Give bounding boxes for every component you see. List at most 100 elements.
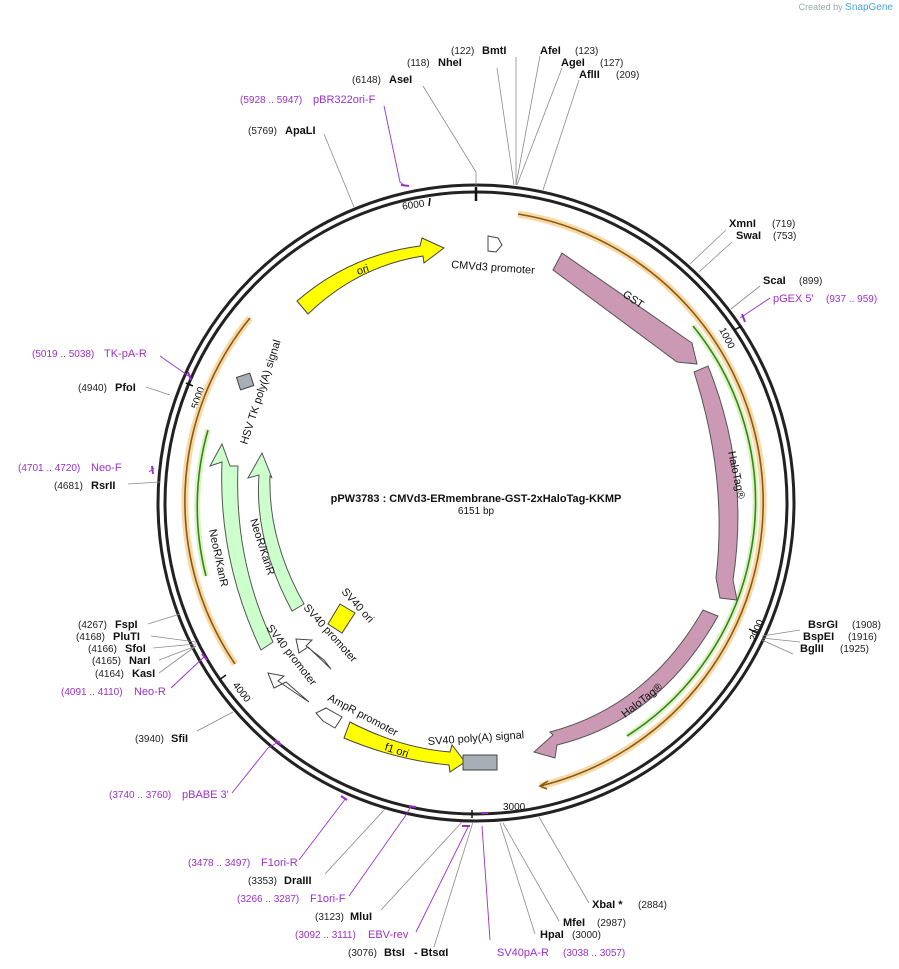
orf-outer-arrowhead [538, 780, 549, 790]
gst-feature-arrow[interactable] [552, 252, 698, 365]
enzyme-afei[interactable]: AfeI [540, 45, 561, 57]
tick-label-6000: 6000 [402, 199, 426, 213]
tick-label-4000: 4000 [230, 680, 253, 705]
primer-position: (5928 .. 5947) [240, 95, 302, 106]
enzyme-sfoi[interactable]: SfoI [125, 643, 146, 655]
enzyme-xmni[interactable]: XmnI [729, 218, 756, 230]
enzyme-position: (4940) [78, 383, 107, 394]
cmv-promoter-arrow[interactable] [487, 235, 503, 253]
ampr-promoter-arrow[interactable] [315, 707, 343, 729]
enzyme-position: (3123) [315, 912, 344, 923]
enzyme-position: (1916) [848, 632, 877, 643]
enzyme-kasi[interactable]: KasI [132, 668, 155, 680]
enzyme-position: (3353) [248, 876, 277, 887]
enzyme-fspi[interactable]: FspI [115, 619, 138, 631]
enzyme-hpai[interactable]: HpaI [540, 929, 564, 941]
hsv-tk-polya-label: HSV TK poly(A) signal [238, 338, 283, 446]
ori-feature-arrow[interactable] [296, 237, 445, 315]
orf-outer-arc [517, 213, 764, 787]
enzyme-aflii[interactable]: AflII [579, 69, 600, 81]
sv40-polya-label: SV40 poly(A) signal [427, 729, 524, 748]
primer-position: (3092 .. 3111) [295, 930, 356, 941]
enzyme-position: (4168) [76, 632, 105, 643]
enzyme-draiii[interactable]: DraIII [284, 875, 312, 887]
enzyme-position: (3076) [348, 948, 377, 959]
enzyme-bspei[interactable]: BspEI [803, 631, 834, 643]
snapgene-credit: Created by SnapGene [799, 2, 893, 13]
primer-position: (4701 .. 4720) [18, 463, 80, 474]
enzyme-position: (899) [799, 276, 822, 287]
primer-position: (937 .. 959) [826, 294, 877, 305]
sv40-promoter-1-arrow[interactable] [267, 672, 310, 703]
primer-neo-r[interactable]: Neo-R [134, 686, 166, 698]
halotag-2-feature-arrow[interactable] [532, 609, 719, 759]
enzyme-position: (2884) [638, 900, 667, 911]
primer-tk-pa-r[interactable]: TK-pA-R [104, 348, 147, 360]
enzyme-bglii[interactable]: BglII [800, 643, 824, 655]
primer-f1ori-f[interactable]: F1ori-F [310, 893, 346, 905]
primer-binding-marks [151, 184, 746, 827]
enzyme-agei[interactable]: AgeI [561, 57, 585, 69]
enzyme-pluti[interactable]: PluTI [113, 631, 140, 643]
primer-pgex-5[interactable]: pGEX 5' [773, 293, 814, 305]
primer-position: (3740 .. 3760) [109, 790, 171, 801]
cmv-promoter-label: CMVd3 promoter [451, 259, 536, 277]
enzyme-position: (4267) [78, 620, 107, 631]
tick-marks [185, 197, 758, 818]
neor-kanr-1-feature-arrow[interactable] [208, 442, 274, 651]
enzyme-position: (4681) [54, 481, 83, 492]
enzyme-bmti[interactable]: BmtI [482, 45, 506, 57]
f1-ori-feature-arrow[interactable] [343, 721, 466, 773]
enzyme-position: (3940) [135, 734, 164, 745]
primer-neo-f[interactable]: Neo-F [91, 462, 122, 474]
enzyme-position: (209) [616, 70, 639, 81]
enzyme-sfii[interactable]: SfiI [171, 733, 188, 745]
primer-pbabe-3[interactable]: pBABE 3' [182, 789, 229, 801]
orf-left-green-arc [196, 429, 209, 577]
enzyme-position: (2987) [597, 918, 626, 929]
enzyme-btsalphai[interactable]: - BtsαI [414, 947, 448, 959]
enzyme-nhei[interactable]: NheI [438, 57, 462, 69]
halotag-1-feature-arrow[interactable] [693, 365, 739, 601]
neor-kanr-2-feature-arrow[interactable] [246, 451, 305, 612]
primer-pbr322ori-f[interactable]: pBR322ori-F [313, 94, 376, 106]
enzyme-position: (1908) [852, 620, 881, 631]
enzyme-asei[interactable]: AseI [389, 74, 412, 86]
enzyme-bsrgi[interactable]: BsrGI [808, 619, 838, 631]
sv40-promoter-2-arrow[interactable] [295, 638, 332, 670]
orf-left-arc [184, 317, 251, 665]
enzyme-mlui[interactable]: MluI [350, 911, 372, 923]
primer-ebv-rev[interactable]: EBV-rev [368, 929, 409, 941]
enzyme-position: (122) [451, 46, 474, 57]
hsv-tk-polya-feature[interactable] [235, 372, 255, 391]
tick-label-3000: 3000 [503, 802, 526, 813]
sv40-polya-feature[interactable] [462, 754, 498, 771]
primer-sv40pa-r[interactable]: SV40pA-R [497, 947, 549, 959]
snapgene-logo-text: SnapGene [845, 2, 893, 13]
orf-green-arc [626, 325, 757, 737]
enzyme-scai[interactable]: ScaI [763, 275, 786, 287]
primer-position: (4091 .. 4110) [61, 687, 123, 698]
enzyme-position: (719) [772, 219, 795, 230]
primer-position: (3038 .. 3057) [563, 948, 625, 959]
enzyme-rsrii[interactable]: RsrII [91, 480, 115, 492]
enzyme-position: (4164) [95, 669, 124, 680]
primer-position: (5019 .. 5038) [32, 349, 94, 360]
enzyme-mfei[interactable]: MfeI [563, 917, 585, 929]
enzyme-position: (127) [600, 58, 623, 69]
enzyme-pfoi[interactable]: PfoI [115, 382, 136, 394]
primer-f1ori-r[interactable]: F1ori-R [261, 857, 298, 869]
credit-prefix: Created by [798, 2, 843, 12]
enzyme-swai[interactable]: SwaI [736, 230, 761, 242]
sv40-ori-feature[interactable] [327, 603, 356, 634]
ori-label: ori [355, 263, 370, 278]
enzyme-position: (1925) [840, 644, 869, 655]
enzyme-nari[interactable]: NarI [129, 655, 150, 667]
enzyme-xbai[interactable]: XbaI * [592, 899, 623, 911]
enzyme-btsi[interactable]: BtsI [384, 947, 405, 959]
enzyme-position: (6148) [352, 75, 381, 86]
enzyme-position: (123) [575, 46, 598, 57]
enzyme-apali[interactable]: ApaLI [285, 125, 316, 137]
